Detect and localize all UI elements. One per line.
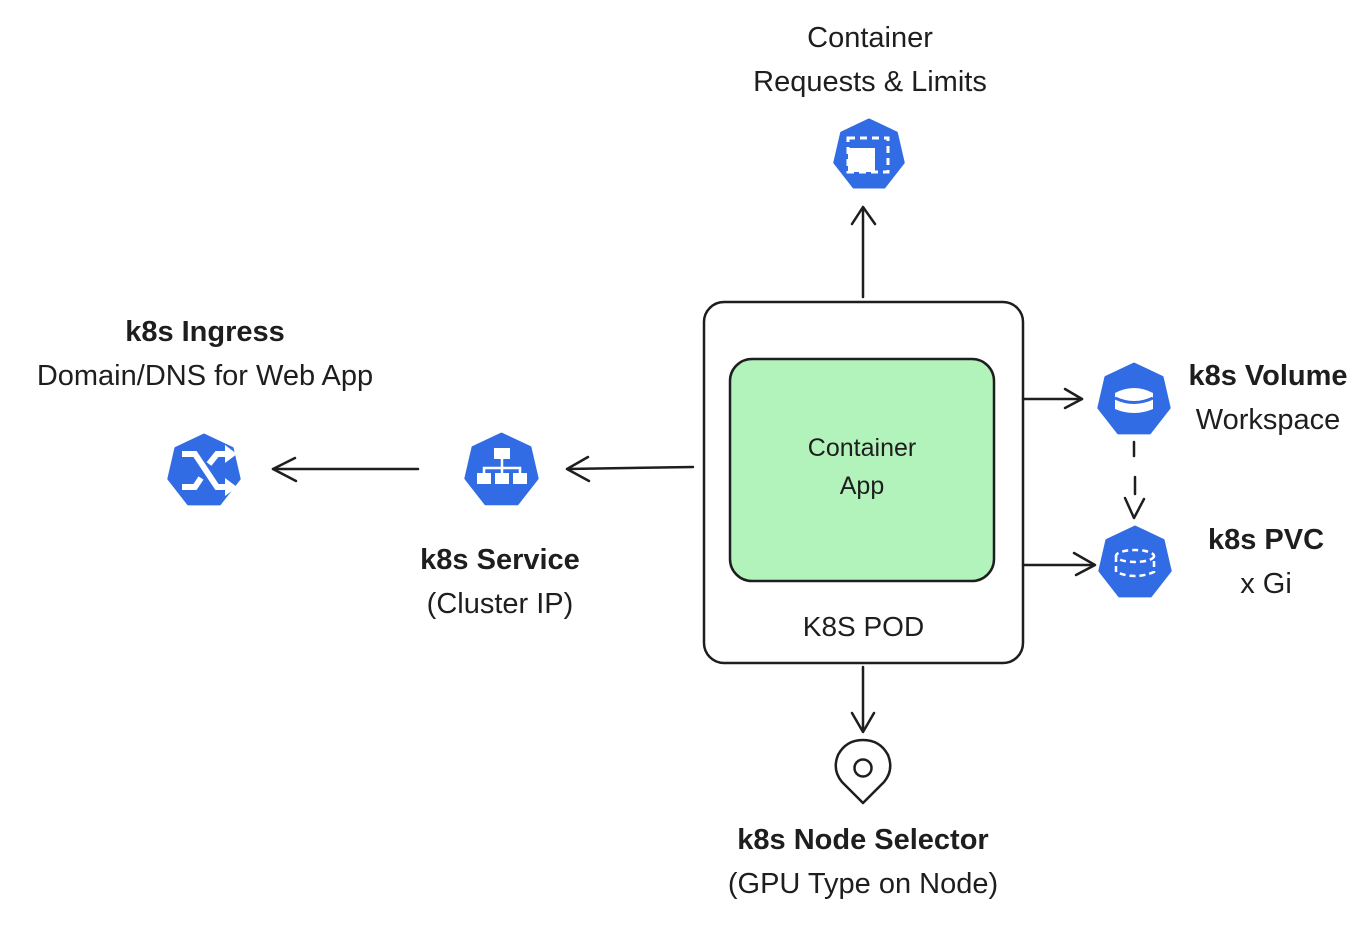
- requests-limits-title: Container: [807, 22, 933, 54]
- pvc-subtitle: x Gi: [1240, 568, 1292, 600]
- node-selector-subtitle: (GPU Type on Node): [727, 868, 999, 900]
- service-label: k8s Service (Cluster IP): [380, 538, 620, 626]
- requests-limits-subtitle: Requests & Limits: [753, 66, 987, 98]
- arrow-service-to-ingress: [271, 456, 420, 483]
- node-selector-label: k8s Node Selector (GPU Type on Node): [683, 818, 1043, 906]
- arrow-pod-to-pvc: [1021, 551, 1097, 577]
- requests-limits-label: Container Requests & Limits: [700, 16, 1040, 104]
- pod-label: K8S POD: [802, 611, 925, 642]
- container-app-line2: App: [839, 472, 885, 500]
- k8s-ingress-icon[interactable]: [167, 433, 241, 506]
- ingress-label: k8s Ingress Domain/DNS for Web App: [0, 310, 410, 398]
- pvc-label: k8s PVC x Gi: [1176, 518, 1356, 606]
- arrow-pod-to-node-selector: [850, 665, 876, 734]
- k8s-pvc-icon[interactable]: [1098, 525, 1172, 598]
- k8s-service-icon[interactable]: [464, 432, 539, 506]
- ingress-subtitle: Domain/DNS for Web App: [36, 360, 374, 392]
- location-pin-icon[interactable]: [834, 738, 892, 805]
- service-title: k8s Service: [420, 544, 580, 576]
- container-app-label: Container App: [730, 429, 994, 505]
- pvc-title: k8s PVC: [1207, 524, 1325, 556]
- k8s-limits-icon[interactable]: [833, 118, 905, 189]
- k8s-volume-icon[interactable]: [1097, 362, 1171, 435]
- volume-title: k8s Volume: [1188, 360, 1348, 392]
- container-app-line1: Container: [807, 434, 917, 462]
- container-app-box[interactable]: [728, 357, 996, 583]
- service-subtitle: (Cluster IP): [426, 588, 574, 620]
- arrow-pod-to-service: [565, 455, 695, 483]
- volume-label: k8s Volume Workspace: [1178, 354, 1358, 442]
- ingress-title: k8s Ingress: [125, 316, 285, 348]
- node-selector-title: k8s Node Selector: [737, 824, 989, 856]
- arrow-volume-to-pvc: [1123, 440, 1146, 520]
- arrow-pod-to-volume: [1021, 387, 1084, 410]
- arrow-pod-to-limits: [850, 205, 877, 299]
- volume-subtitle: Workspace: [1195, 404, 1341, 436]
